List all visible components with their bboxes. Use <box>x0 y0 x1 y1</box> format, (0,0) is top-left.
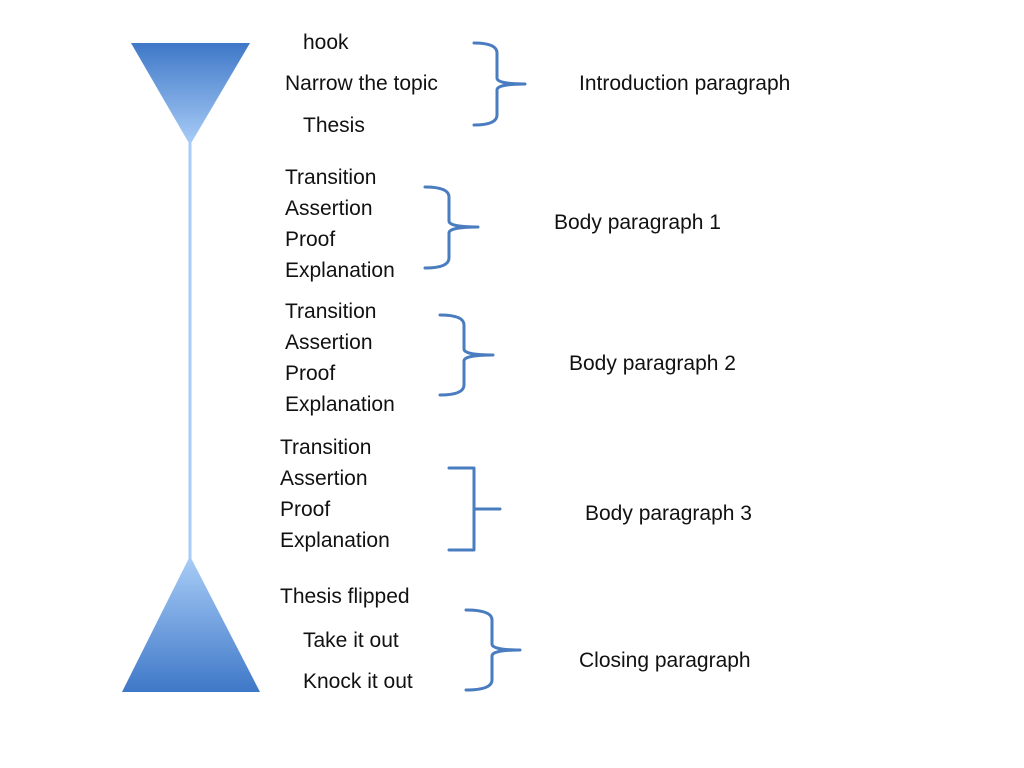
body1-bracket <box>423 185 480 270</box>
closing-item-knock-it-out: Knock it out <box>303 670 413 693</box>
body2-bracket <box>438 313 495 397</box>
closing-item-take-it-out: Take it out <box>303 629 399 652</box>
intro-paragraph-label: Introduction paragraph <box>579 72 791 95</box>
intro-item-hook: hook <box>303 31 349 54</box>
body1-item-transition: Transition <box>285 166 377 189</box>
body2-item-explanation: Explanation <box>285 393 395 416</box>
body3-label: Body paragraph 3 <box>585 502 752 525</box>
body2-label: Body paragraph 2 <box>569 352 736 375</box>
body3-item-transition: Transition <box>280 436 372 459</box>
bottom-triangle <box>122 556 260 692</box>
closing-item-thesis-flipped: Thesis flipped <box>280 585 410 608</box>
body3-item-assertion: Assertion <box>280 467 368 490</box>
body3-item-explanation: Explanation <box>280 529 390 552</box>
body1-item-explanation: Explanation <box>285 259 395 282</box>
body2-item-transition: Transition <box>285 300 377 323</box>
intro-item-thesis: Thesis <box>303 114 365 137</box>
body2-item-assertion: Assertion <box>285 331 373 354</box>
body2-items: Transition Assertion Proof Explanation <box>285 296 395 420</box>
body3-item-proof: Proof <box>280 498 331 521</box>
intro-bracket <box>472 41 527 127</box>
body1-label: Body paragraph 1 <box>554 211 721 234</box>
body1-item-proof: Proof <box>285 228 336 251</box>
body3-bracket <box>447 466 502 552</box>
body1-item-assertion: Assertion <box>285 197 373 220</box>
top-triangle <box>131 43 250 145</box>
closing-bracket <box>464 608 522 692</box>
closing-paragraph-label: Closing paragraph <box>579 649 751 672</box>
body2-item-proof: Proof <box>285 362 336 385</box>
body3-items: Transition Assertion Proof Explanation <box>280 432 390 556</box>
intro-item-narrow-topic: Narrow the topic <box>285 72 438 95</box>
body1-items: Transition Assertion Proof Explanation <box>285 162 395 286</box>
